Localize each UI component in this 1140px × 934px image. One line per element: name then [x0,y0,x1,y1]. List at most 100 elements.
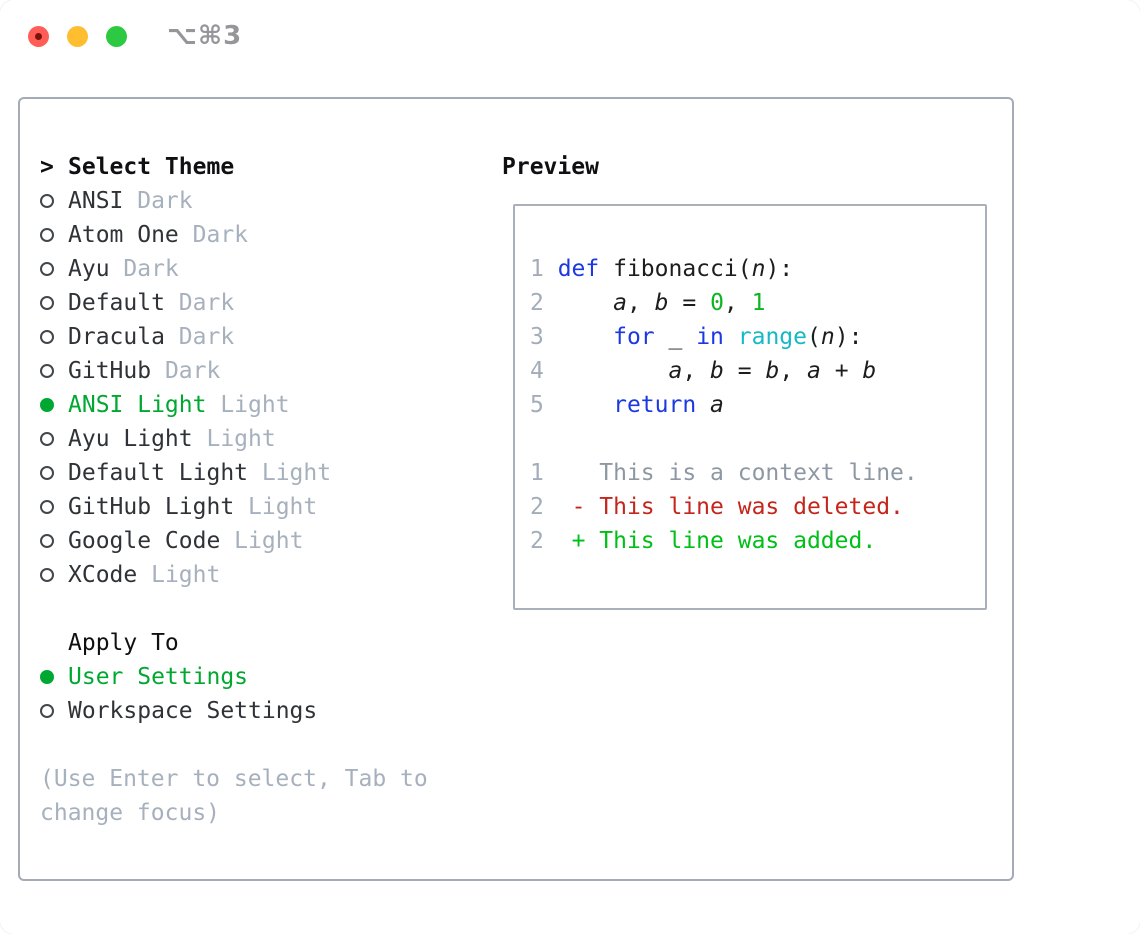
help-text-line-2: change focus) [40,800,221,826]
minimize-button[interactable] [67,26,88,47]
radio-circle [40,568,54,582]
radio-icon[interactable] [40,466,68,480]
code-line: 1 def fibonacci(n): [530,252,918,286]
apply-to-option[interactable]: User Settings [40,660,428,694]
radio-icon[interactable] [40,262,68,276]
preview-header: Preview [502,154,599,180]
theme-option[interactable]: Default Dark [40,286,428,320]
code-token: - This line was deleted. [571,494,904,520]
apply-to-option[interactable]: Workspace Settings [40,694,428,728]
code-token: def [557,256,600,282]
code-token: 0 [710,290,724,316]
line-number: 3 [530,324,558,350]
radio-icon[interactable] [40,568,68,582]
theme-name: GitHub [68,358,152,384]
apply-to-name: User Settings [68,664,249,690]
theme-option[interactable]: Ayu Dark [40,252,428,286]
radio-selected-icon[interactable] [40,670,68,684]
radio-circle [40,670,54,684]
theme-variant: Dark [178,222,249,248]
radio-circle [40,364,54,378]
theme-option[interactable]: XCode Light [40,558,428,592]
spacer-row [40,592,428,626]
close-dot-icon [35,33,42,40]
apply-to-header-row: Apply To [40,626,428,660]
theme-option[interactable]: GitHub Dark [40,354,428,388]
theme-name: Google Code [68,528,221,554]
code-token: a [668,358,683,384]
code-token: in [696,324,724,350]
help-text-line-1: (Use Enter to select, Tab to [40,766,428,792]
theme-option[interactable]: Dracula Dark [40,320,428,354]
theme-option[interactable]: Default Light Light [40,456,428,490]
radio-circle [40,262,54,276]
radio-circle [40,500,54,514]
radio-icon[interactable] [40,534,68,548]
theme-variant: Light [192,426,276,452]
theme-name: ANSI [68,188,124,214]
theme-name: XCode [68,562,138,588]
line-number: 2 [530,494,558,520]
radio-icon[interactable] [40,228,68,242]
diff-block: 1 This is a context line.2 - This line w… [530,456,918,558]
diff-line: 2 - This line was deleted. [530,490,918,524]
code-token: = [723,358,766,384]
code-token: , [682,358,711,384]
radio-circle [40,228,54,242]
line-number: 2 [530,528,558,554]
radio-icon[interactable] [40,194,68,208]
code-token: n [751,256,766,282]
radio-icon[interactable] [40,432,68,446]
zoom-button[interactable] [106,26,127,47]
radio-circle [40,432,54,446]
theme-option[interactable]: Atom One Dark [40,218,428,252]
theme-name: Ayu [68,256,110,282]
code-token [558,392,613,418]
theme-option[interactable]: ANSI Dark [40,184,428,218]
theme-variant: Light [220,528,304,554]
code-token: for [613,324,655,350]
code-token [696,392,710,418]
radio-circle [40,534,54,548]
theme-name: Ayu Light [68,426,193,452]
code-line: 2 a, b = 0, 1 [530,286,918,320]
traffic-lights [28,26,127,47]
radio-icon[interactable] [40,296,68,310]
radio-icon[interactable] [40,500,68,514]
radio-selected-icon[interactable] [40,398,68,412]
code-token: n [820,324,835,350]
radio-icon[interactable] [40,330,68,344]
theme-option[interactable]: GitHub Light Light [40,490,428,524]
diff-line: 1 This is a context line. [530,456,918,490]
theme-option[interactable]: ANSI Light Light [40,388,428,422]
code-line: 5 return a [530,388,918,422]
spacer-row [530,422,918,456]
radio-circle [40,466,54,480]
theme-variant: Dark [164,290,235,316]
radio-circle [40,704,54,718]
code-token: b [710,358,724,384]
theme-variant: Light [206,392,290,418]
code-token: b [862,358,877,384]
code-token [558,494,572,520]
select-theme-header-row: > Select Theme [40,150,428,184]
code-token: , [626,290,655,316]
close-button[interactable] [28,26,49,47]
diff-line: 2 + This line was added. [530,524,918,558]
radio-icon[interactable] [40,704,68,718]
code-token: b [765,358,780,384]
radio-icon[interactable] [40,364,68,378]
theme-name: Atom One [68,222,179,248]
theme-option[interactable]: Ayu Light Light [40,422,428,456]
code-token: range [737,324,807,350]
select-theme-header: Select Theme [68,154,235,180]
radio-circle [40,194,54,208]
code-token: ( [807,324,821,350]
theme-option[interactable]: Google Code Light [40,524,428,558]
code-token [558,358,669,384]
code-token: fibonacci( [599,256,752,282]
